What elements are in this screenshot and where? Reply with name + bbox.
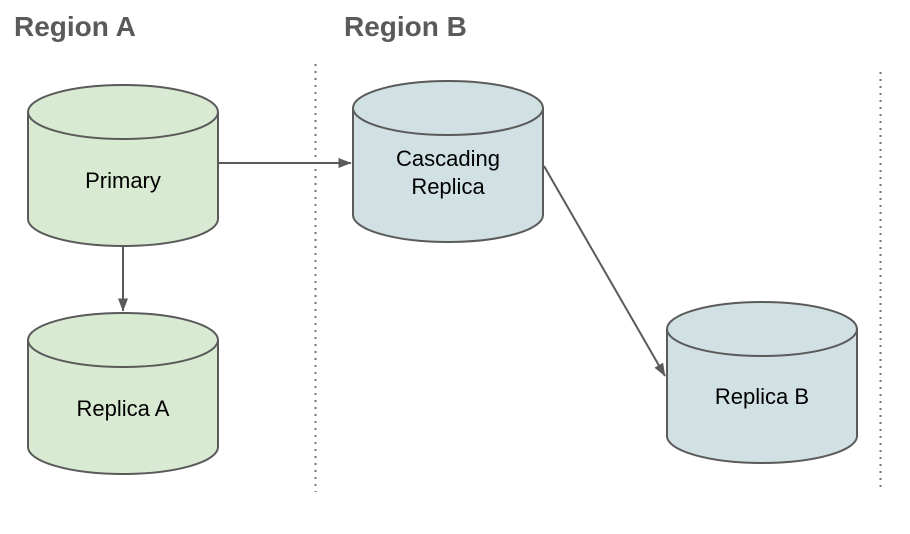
node-replica-b bbox=[666, 301, 858, 464]
replica-b-cylinder bbox=[666, 301, 858, 464]
replica-a-cylinder bbox=[27, 312, 219, 475]
edge-cascading-replica-to-replica-b bbox=[543, 165, 666, 377]
replica-a-cylinder-rim bbox=[27, 339, 219, 368]
region-a-title: Region A bbox=[14, 11, 136, 42]
region-b-title: Region B bbox=[344, 11, 467, 42]
node-primary bbox=[27, 84, 219, 247]
cascading-replica-cylinder bbox=[352, 80, 544, 243]
replica-b-cylinder-rim bbox=[666, 328, 858, 357]
replica-b-label: Replica B bbox=[714, 384, 810, 409]
primary-cylinder-rim bbox=[27, 111, 219, 140]
primary-label: Primary bbox=[85, 168, 161, 193]
replica-a-label: Replica A bbox=[76, 396, 170, 421]
primary-cylinder bbox=[27, 84, 219, 247]
cascading-replica-cylinder-rim bbox=[352, 107, 544, 136]
node-cascading-replica bbox=[352, 80, 544, 243]
cascading-replica-label: Cascading Replica bbox=[396, 146, 500, 199]
node-replica-a bbox=[27, 312, 219, 475]
